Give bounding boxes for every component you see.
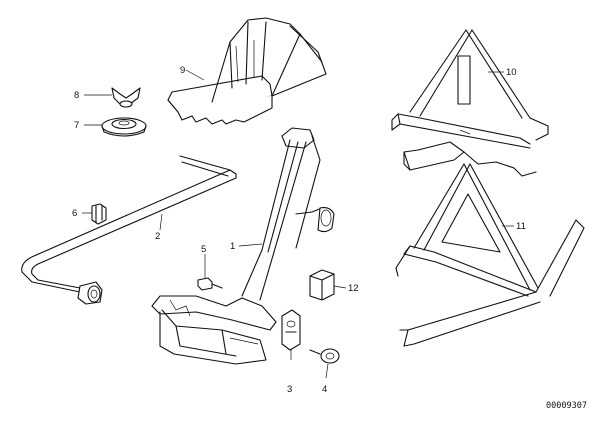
- warning-triangle-folded-part: [391, 29, 549, 177]
- lug-wrench-part: [21, 155, 237, 305]
- bolt-part: [197, 277, 223, 291]
- wheel-chock-part: [167, 17, 327, 125]
- callout-label-7: 7: [74, 120, 79, 131]
- rubber-block-part: [309, 269, 335, 301]
- callout-label-6: 6: [72, 208, 77, 219]
- callout-label-8: 8: [74, 90, 79, 101]
- callout-label-2: 2: [155, 231, 160, 242]
- car-jack-part: [151, 127, 335, 365]
- document-number: 00009307: [546, 401, 587, 411]
- warning-triangle-open-part: [395, 163, 585, 347]
- callout-label-9: 9: [180, 65, 185, 76]
- callout-label-4: 4: [322, 384, 327, 395]
- wing-nut-part: [111, 87, 141, 108]
- callout-label-10: 10: [506, 67, 517, 78]
- clip-part: [91, 203, 107, 225]
- bracket-part: [281, 309, 301, 351]
- callout-label-11: 11: [516, 221, 526, 232]
- washer-cup-part: [101, 117, 147, 137]
- callout-label-5: 5: [201, 244, 206, 255]
- callout-label-3: 3: [287, 384, 292, 395]
- knob-screw-part: [309, 348, 340, 364]
- callout-leaders: [82, 69, 514, 379]
- callout-label-12: 12: [348, 283, 359, 294]
- callout-label-1: 1: [230, 241, 235, 252]
